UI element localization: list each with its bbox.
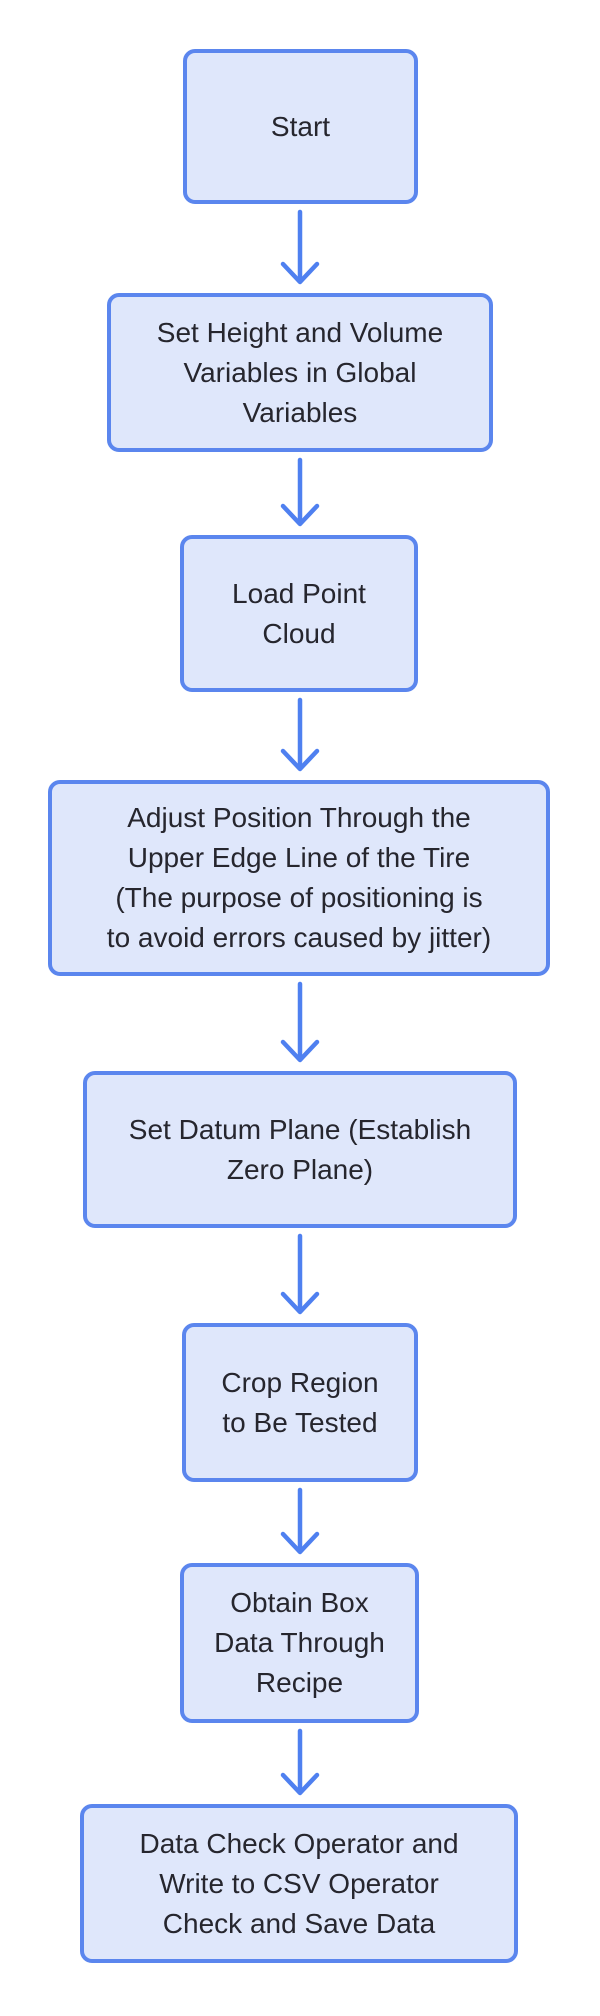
flow-node-adjust-position: Adjust Position Through the Upper Edge L… <box>48 780 550 976</box>
flow-node-obtain-box-data: Obtain Box Data Through Recipe <box>180 1563 419 1723</box>
down-arrow-icon <box>280 1728 320 1796</box>
down-arrow-icon <box>280 457 320 527</box>
flow-node-label: Data Check Operator and Write to CSV Ope… <box>139 1827 459 1939</box>
flow-node-data-check-save: Data Check Operator and Write to CSV Ope… <box>80 1804 518 1963</box>
flow-node-label: Set Datum Plane (Establish Zero Plane) <box>128 1113 472 1185</box>
flow-node-label: Set Height and Volume Variables in Globa… <box>156 316 444 428</box>
flow-node-label: Obtain Box Data Through Recipe <box>214 1587 385 1698</box>
flow-node-label: Load Point Cloud <box>232 577 366 649</box>
down-arrow-icon <box>280 981 320 1063</box>
flow-node-crop-region: Crop Region to Be Tested <box>182 1323 418 1482</box>
down-arrow-icon <box>280 697 320 772</box>
flow-node-label: Start <box>270 110 331 142</box>
flow-node-label: Crop Region to Be Tested <box>221 1366 379 1438</box>
flow-node-set-datum-plane: Set Datum Plane (Establish Zero Plane) <box>83 1071 517 1228</box>
down-arrow-icon <box>280 209 320 285</box>
flow-node-load-point-cloud: Load Point Cloud <box>180 535 418 692</box>
flow-node-set-variables: Set Height and Volume Variables in Globa… <box>107 293 493 452</box>
flow-node-start: Start <box>183 49 418 204</box>
down-arrow-icon <box>280 1233 320 1315</box>
flow-node-label: Adjust Position Through the Upper Edge L… <box>106 802 492 953</box>
down-arrow-icon <box>280 1487 320 1555</box>
